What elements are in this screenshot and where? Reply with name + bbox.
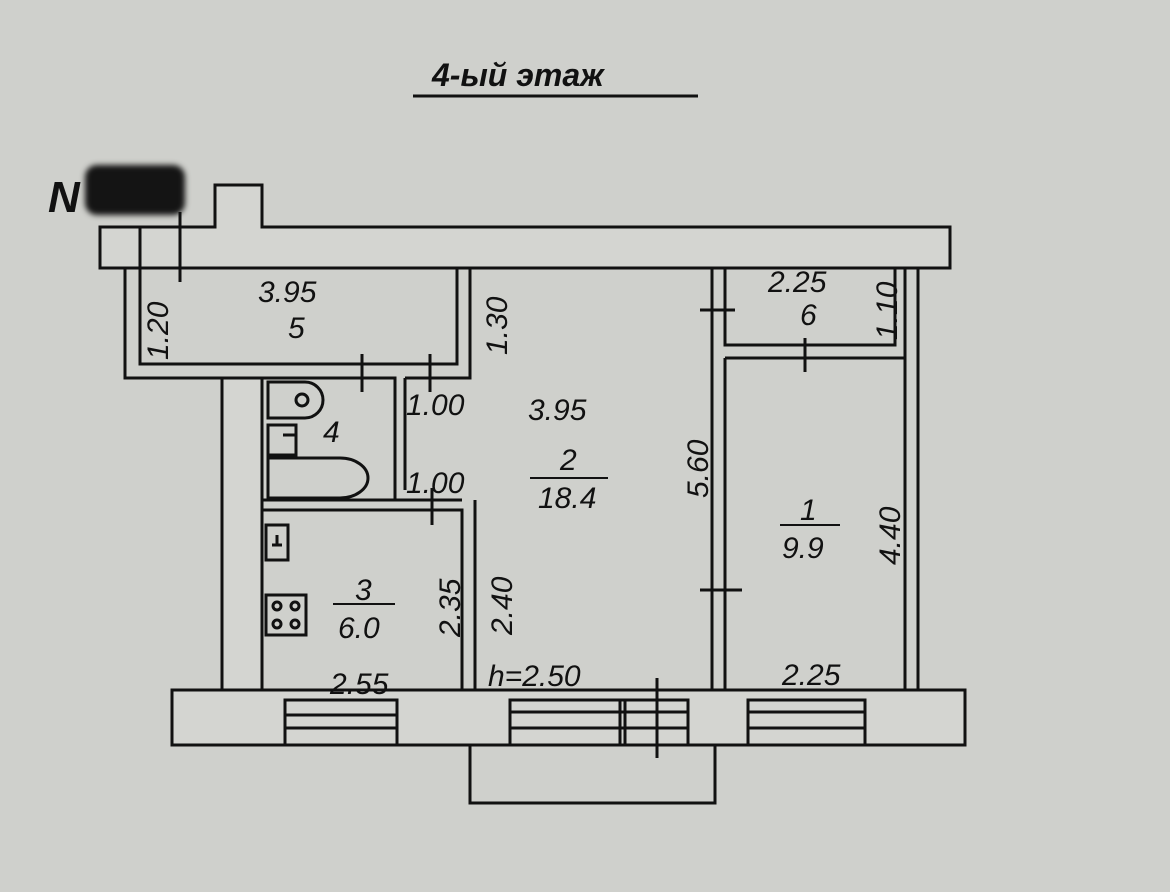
room-5-walls bbox=[123, 268, 472, 380]
room-6-walls bbox=[723, 268, 920, 690]
room-3-number: 3 bbox=[355, 574, 372, 607]
window bbox=[746, 698, 867, 747]
stove-icon bbox=[264, 593, 308, 637]
room-3-length: 2.35 bbox=[434, 578, 467, 638]
kitchen-sink-icon bbox=[264, 523, 290, 562]
floor-title: 4-ый этаж bbox=[431, 57, 605, 93]
room-2-area: 18.4 bbox=[538, 482, 596, 515]
room-6-number: 6 bbox=[800, 299, 817, 332]
redacted-plan-number: N bbox=[48, 165, 185, 222]
window bbox=[283, 698, 399, 747]
toilet-icon bbox=[266, 380, 325, 420]
room-4-walls bbox=[260, 376, 462, 502]
room-5-width-left: 1.20 bbox=[142, 301, 175, 360]
room-2-dim-2-40: 2.40 bbox=[486, 576, 519, 636]
room-3-area: 6.0 bbox=[338, 612, 380, 645]
room-1-area: 9.9 bbox=[782, 532, 824, 565]
room-6-width: 2.25 bbox=[767, 266, 827, 299]
room-4-number: 4 bbox=[323, 416, 340, 449]
room-2-width: 3.95 bbox=[528, 394, 587, 427]
room-6-length: 1.10 bbox=[871, 281, 904, 340]
room-5-length: 3.95 bbox=[258, 276, 317, 309]
room-2-number: 2 bbox=[559, 444, 577, 477]
room-2-length: 5.60 bbox=[682, 439, 715, 498]
room-3-width: 2.55 bbox=[329, 668, 389, 701]
ceiling-height: h=2.50 bbox=[488, 660, 581, 693]
room-5-width-right: 1.30 bbox=[481, 296, 514, 355]
balcony bbox=[468, 743, 717, 805]
bathtub-icon bbox=[266, 456, 370, 500]
room-3-walls bbox=[262, 500, 477, 690]
partition-wall bbox=[710, 268, 727, 690]
room-5-number: 5 bbox=[288, 312, 305, 345]
svg-text:N: N bbox=[48, 173, 81, 222]
room-1-number: 1 bbox=[800, 494, 817, 527]
room-1-length: 4.40 bbox=[874, 506, 907, 565]
room-4-dim-bottom: 1.00 bbox=[406, 467, 465, 500]
top-exterior-wall bbox=[98, 183, 952, 270]
room-4-dim-top: 1.00 bbox=[406, 389, 465, 422]
sink-icon bbox=[266, 423, 298, 457]
left-wall bbox=[220, 376, 264, 707]
room-1-width: 2.25 bbox=[781, 659, 841, 692]
